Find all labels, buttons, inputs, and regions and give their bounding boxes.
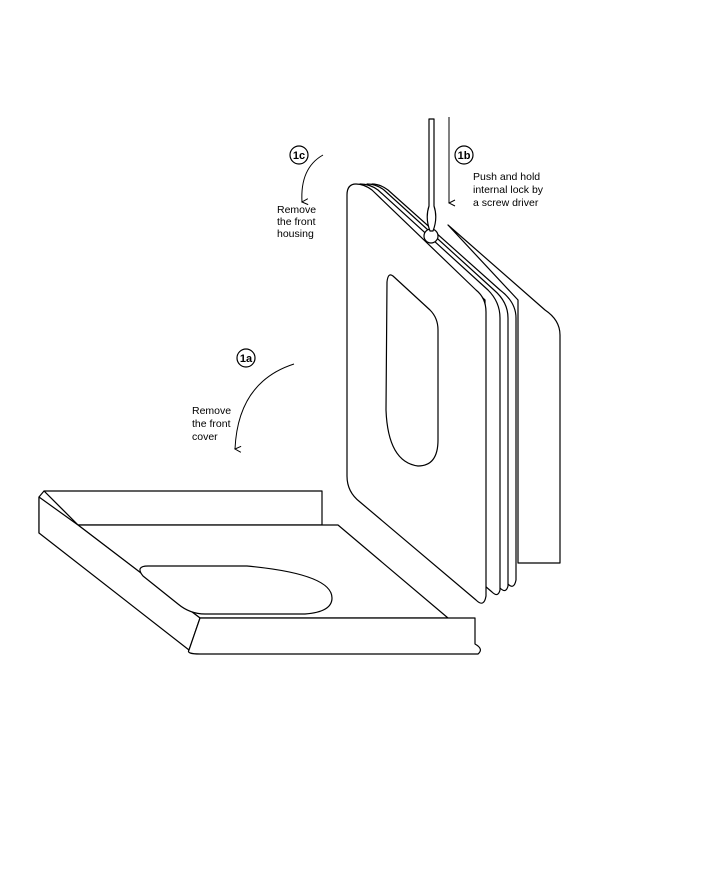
caption-1a-line-1: Remove: [192, 405, 231, 417]
caption-1c: Remove the front housing: [277, 204, 316, 240]
badge-1a: 1a: [237, 349, 255, 367]
screwdriver: [427, 119, 436, 231]
badge-1c: 1c: [290, 146, 308, 164]
caption-1b-line-3: a screw driver: [473, 197, 539, 209]
cover-back-wall: [44, 491, 322, 525]
badge-1a-label: 1a: [240, 353, 253, 365]
caption-1c-line-2: the front: [277, 216, 316, 228]
arrow-1a: [235, 364, 294, 449]
caption-1a: Remove the front cover: [192, 405, 231, 443]
badge-1c-label: 1c: [293, 150, 305, 162]
housing: [347, 184, 560, 603]
caption-1c-line-1: Remove: [277, 204, 316, 216]
screwdriver-shaft: [427, 119, 436, 231]
caption-1a-line-3: cover: [192, 431, 218, 443]
caption-1a-line-2: the front: [192, 418, 231, 430]
caption-1b: Push and hold internal lock by a screw d…: [473, 171, 544, 209]
badge-1b-label: 1b: [458, 150, 471, 162]
badge-1b: 1b: [455, 146, 473, 164]
cover-front-face: [188, 618, 480, 654]
caption-1b-line-1: Push and hold: [473, 171, 540, 183]
caption-1b-line-2: internal lock by: [473, 184, 544, 196]
caption-1c-line-3: housing: [277, 228, 314, 240]
